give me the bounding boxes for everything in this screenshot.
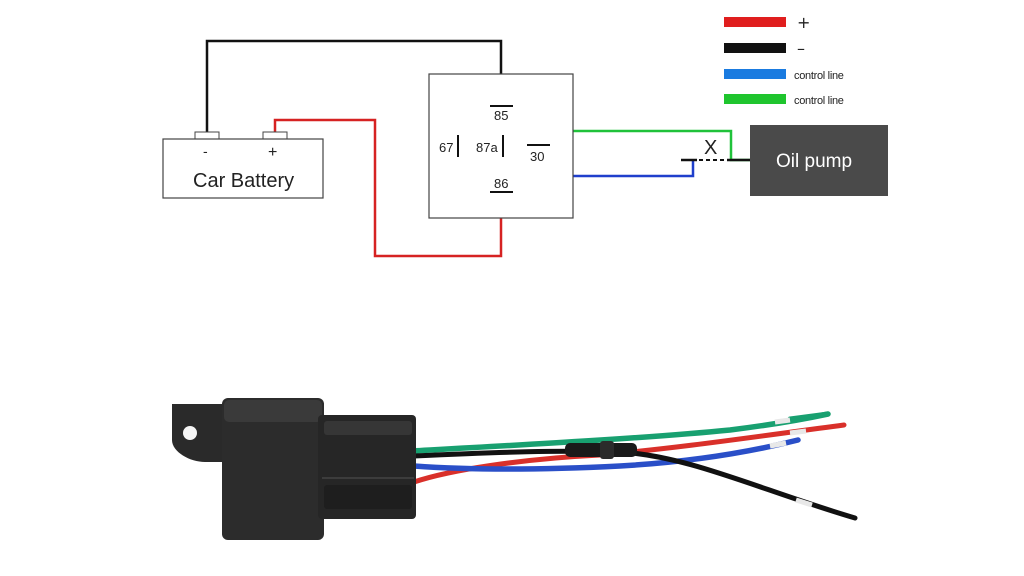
switch-label: X bbox=[704, 137, 717, 159]
legend: + – control line control line bbox=[724, 13, 844, 107]
relay-pin-86-label: 86 bbox=[494, 176, 508, 191]
photo-wire-green-strip bbox=[774, 417, 791, 425]
legend-swatch-control-green bbox=[724, 94, 786, 104]
battery-pos-sign: + bbox=[268, 144, 277, 161]
photo-connector-slot bbox=[324, 485, 412, 509]
relay-pin-87-label: 67 bbox=[439, 140, 453, 155]
photo-wire-black-strip bbox=[795, 497, 813, 508]
photo-wire-green-tip bbox=[787, 411, 831, 422]
legend-swatch-control-blue bbox=[724, 69, 786, 79]
photo-relay-tab bbox=[172, 404, 228, 462]
relay-harness-photo bbox=[172, 398, 858, 540]
legend-label-positive: + bbox=[797, 13, 810, 32]
relay: 85 86 67 87a 30 bbox=[428, 73, 574, 219]
photo-wire-blue-strip bbox=[769, 440, 787, 449]
photo-wire-red-strip bbox=[789, 428, 807, 436]
battery-neg-sign: - bbox=[203, 143, 208, 159]
legend-swatch-positive bbox=[724, 17, 786, 27]
car-battery: - + Car Battery bbox=[162, 131, 324, 199]
legend-label-control-blue: control line bbox=[794, 70, 844, 82]
battery-body bbox=[162, 138, 324, 199]
battery-label: Car Battery bbox=[193, 170, 294, 192]
relay-pin-85-label: 85 bbox=[494, 108, 508, 123]
photo-fuse-holder-ridge bbox=[600, 441, 614, 459]
photo-wire-blue bbox=[411, 437, 801, 472]
relay-pin-87a-label: 87a bbox=[476, 140, 498, 155]
photo-relay-body-highlight bbox=[224, 400, 322, 422]
photo-wire-black bbox=[411, 448, 858, 521]
photo-connector-latch bbox=[324, 421, 412, 435]
battery-terminal-positive bbox=[262, 131, 288, 140]
oil-pump-box bbox=[750, 125, 888, 196]
legend-label-negative: – bbox=[797, 39, 805, 58]
wire-red-positive bbox=[273, 118, 503, 258]
photo-relay-body bbox=[222, 398, 324, 540]
switch: X bbox=[681, 137, 750, 162]
oil-pump: Oil pump bbox=[750, 125, 888, 196]
relay-pin-30-label: 30 bbox=[530, 149, 544, 164]
legend-swatch-negative bbox=[724, 43, 786, 53]
oil-pump-label: Oil pump bbox=[776, 151, 852, 172]
legend-label-control-green: control line bbox=[794, 95, 844, 107]
battery-terminal-negative bbox=[194, 131, 220, 140]
photo-relay-tab-hole bbox=[183, 426, 197, 440]
